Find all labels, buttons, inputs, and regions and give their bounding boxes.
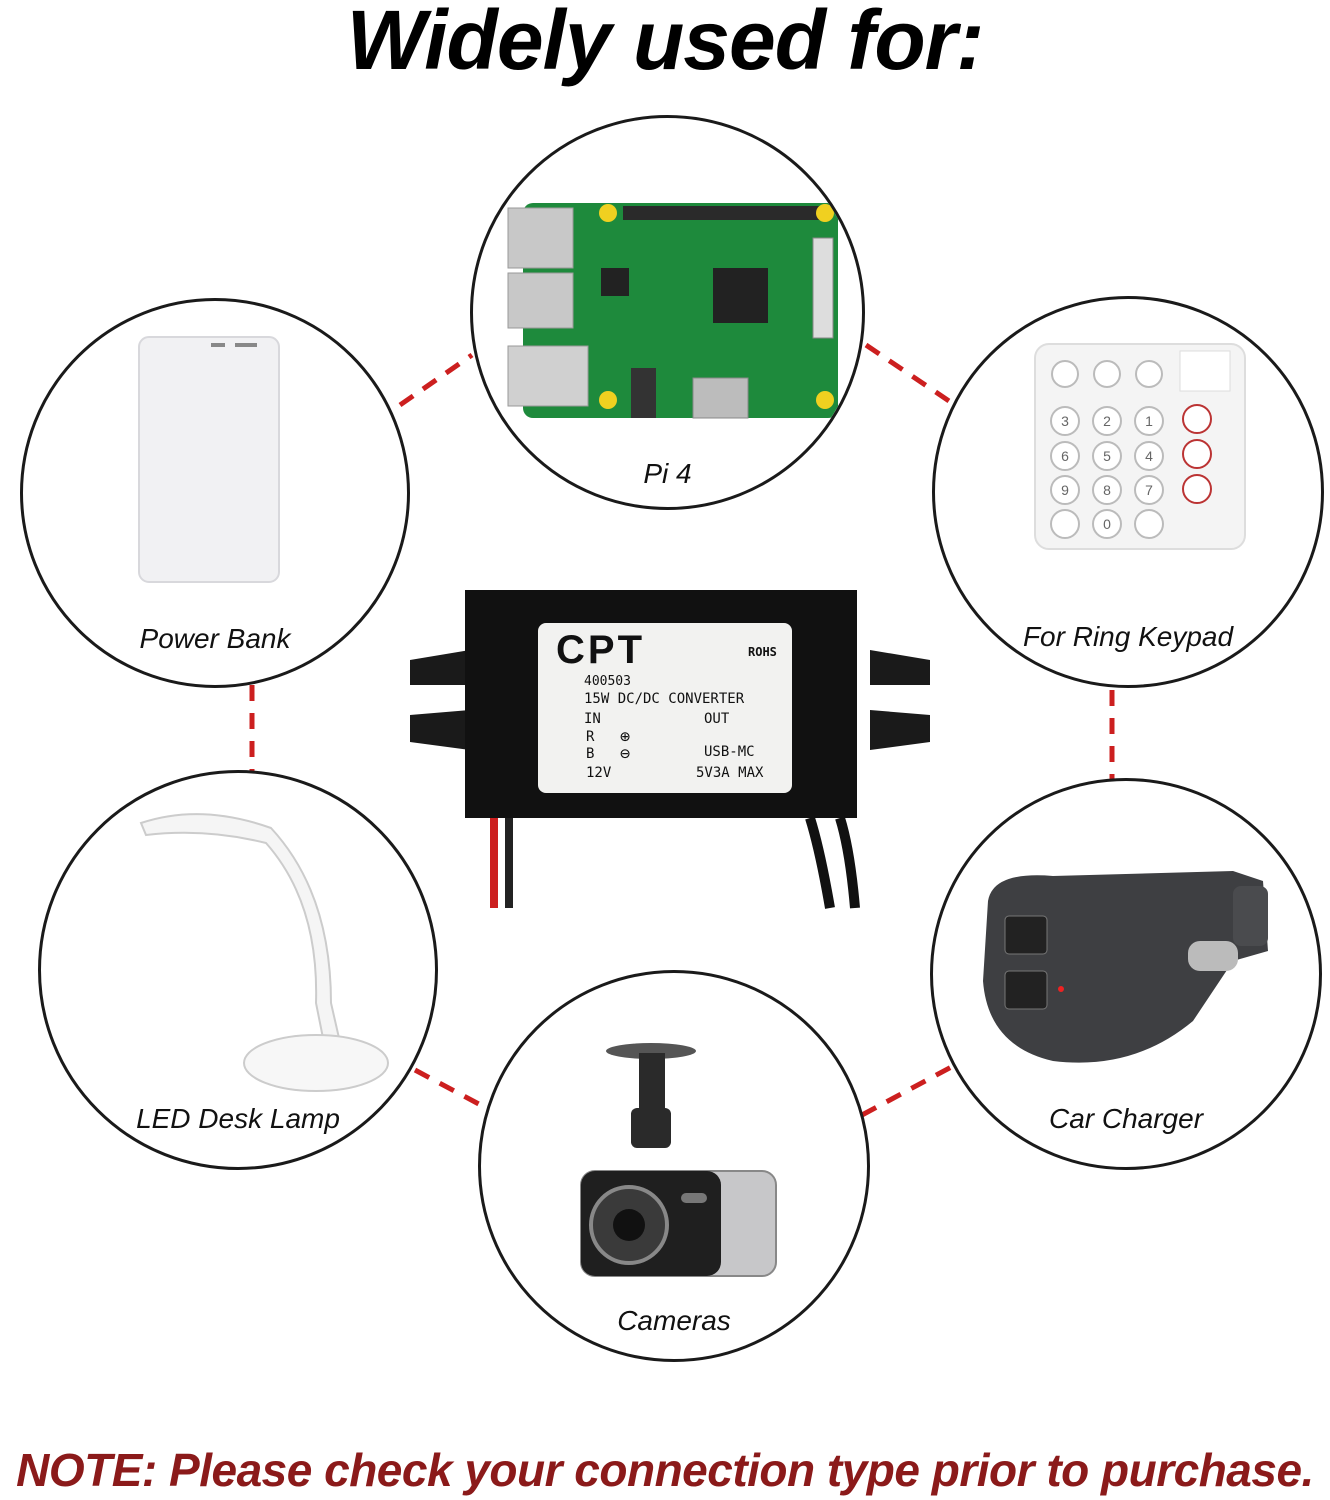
usage-circle-desk-lamp: LED Desk Lamp — [38, 770, 438, 1170]
label-car-charger: Car Charger — [1048, 1103, 1204, 1134]
key-3: 3 — [1061, 413, 1069, 429]
link-lamp-cameras — [413, 1067, 492, 1113]
red-wire-label: R — [586, 729, 595, 745]
minus-symbol: ⊖ — [620, 744, 631, 764]
in-label: IN — [584, 711, 601, 727]
page-title: Widely used for: — [346, 0, 985, 87]
converter-label-plate: CPT ROHS 400503 15W DC/DC CONVERTER IN O… — [538, 623, 792, 793]
label-power-bank: Power Bank — [139, 623, 291, 654]
key-1: 1 — [1145, 413, 1153, 429]
car-charger-icon — [983, 871, 1268, 1063]
circuit-board-icon — [507, 203, 838, 419]
key-0: 0 — [1103, 516, 1111, 532]
key-6: 6 — [1061, 448, 1069, 464]
usage-circle-power-bank: Power Bank — [20, 298, 410, 688]
label-cameras: Cameras — [617, 1305, 731, 1336]
brand-text: CPT — [556, 628, 645, 672]
dash-camera-icon — [580, 1043, 777, 1277]
label-pi: Pi 4 — [643, 458, 692, 489]
usage-circle-car-charger: Car Charger — [930, 778, 1322, 1170]
key-9: 9 — [1061, 482, 1069, 498]
keypad-icon: 1 2 3 4 5 6 7 8 9 0 — [1034, 343, 1246, 550]
label-ring-keypad: For Ring Keypad — [1022, 621, 1234, 652]
link-cameras-charger — [860, 1062, 957, 1118]
key-2: 2 — [1103, 413, 1111, 429]
model-text: 400503 — [584, 674, 631, 689]
power-bank-icon — [138, 336, 280, 583]
link-powerbank-pi — [398, 352, 474, 408]
description-text: 15W DC/DC CONVERTER — [584, 691, 745, 707]
usage-circle-pi: Pi 4 — [470, 115, 865, 510]
key-7: 7 — [1145, 482, 1153, 498]
purchase-note: NOTE: Please check your connection type … — [16, 1444, 1314, 1496]
key-4: 4 — [1145, 448, 1153, 464]
output-rating-text: 5V3A MAX — [696, 765, 764, 781]
desk-lamp-icon — [139, 813, 389, 1092]
rohs-text: ROHS — [748, 645, 777, 659]
black-wire-label: B — [586, 746, 595, 762]
link-pi-keypad — [864, 342, 957, 408]
usage-circle-cameras: Cameras — [478, 970, 870, 1362]
key-8: 8 — [1103, 482, 1111, 498]
usage-circle-ring-keypad: 1 2 3 4 5 6 7 8 9 0 For Ring Keypad — [932, 296, 1324, 688]
plus-symbol: ⊕ — [620, 727, 631, 747]
input-voltage-text: 12V — [586, 765, 612, 781]
connector-text: USB-MC — [704, 744, 755, 760]
out-label: OUT — [704, 711, 730, 727]
label-desk-lamp: LED Desk Lamp — [136, 1103, 340, 1134]
key-5: 5 — [1103, 448, 1111, 464]
dc-converter: CPT ROHS 400503 15W DC/DC CONVERTER IN O… — [410, 590, 930, 910]
